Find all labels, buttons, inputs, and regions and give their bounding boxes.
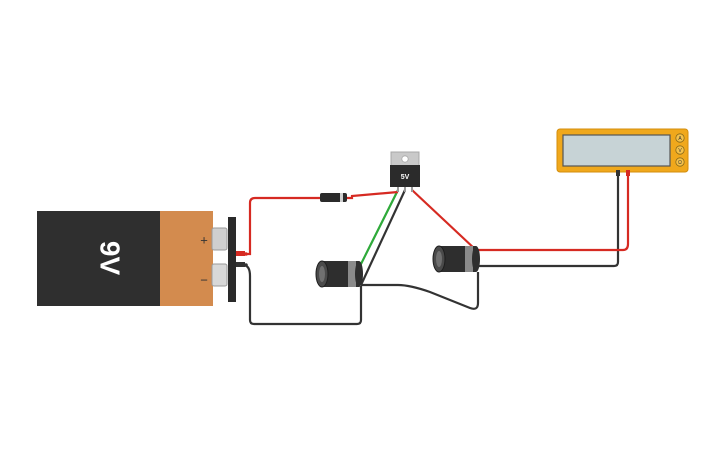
regulator-tab-hole [401,155,409,163]
wire-positive-battery-to-diode[interactable] [244,196,320,256]
wire-node-battery-minus [244,263,248,267]
capacitor-1[interactable] [315,260,363,288]
battery-terminal-negative[interactable] [211,263,228,287]
mode-v-label: V [678,148,682,154]
capacitor-1-stripe [348,261,356,287]
multimeter-mode-ammeter[interactable]: A [675,133,685,143]
battery-snap-lead-minus [236,262,245,267]
wire-input-green[interactable] [357,189,399,271]
wire-positive-diode-to-regulator[interactable] [346,190,399,200]
battery-cap [160,211,213,306]
regulator-label: 5V [401,174,410,181]
capacitor-2[interactable] [432,245,480,273]
battery-plus-label: + [200,232,208,247]
mode-a-label: A [678,136,682,142]
battery-snap-connector [228,217,236,302]
battery-snap-lead-plus [236,251,245,256]
multimeter-mode-voltmeter[interactable]: V [675,145,685,155]
mode-ohm-label: Ω [678,160,682,166]
multimeter[interactable]: A V Ω [556,128,689,176]
regulator-body [390,165,420,187]
voltage-regulator[interactable]: 5V [390,151,420,192]
wire-output-regulator-to-cap2[interactable] [411,189,477,251]
diode[interactable] [320,193,347,202]
multimeter-screen [562,134,671,167]
wire-ground-to-multimeter[interactable] [476,172,620,268]
wire-node-battery-plus [244,252,248,256]
battery-terminal-positive[interactable] [211,227,228,251]
wire-ground-cap1-to-cap2[interactable] [361,272,480,310]
multimeter-probe-black[interactable] [616,170,620,176]
wire-ground-regulator-to-cap[interactable] [360,189,406,286]
capacitor-2-end-inner [436,251,442,267]
capacitor-2-back [472,246,480,272]
wire-output-to-multimeter[interactable] [476,172,630,252]
multimeter-mode-ohmmeter[interactable]: Ω [675,157,685,167]
battery-voltage-label: 9V [95,241,126,276]
wire-ground-battery-loop[interactable] [243,263,363,326]
capacitor-2-stripe [465,246,473,272]
regulator-pin-out[interactable] [411,187,413,192]
capacitor-1-back [355,261,363,287]
capacitor-1-end-inner [319,266,325,282]
battery-9v[interactable]: 9V + − [37,211,245,306]
regulator-pin-gnd[interactable] [404,187,406,192]
battery-minus-label: − [200,272,208,287]
regulator-pin-in[interactable] [397,187,399,192]
diode-cathode-band [340,193,343,202]
multimeter-probe-red[interactable] [626,170,630,176]
battery-body [37,211,161,306]
